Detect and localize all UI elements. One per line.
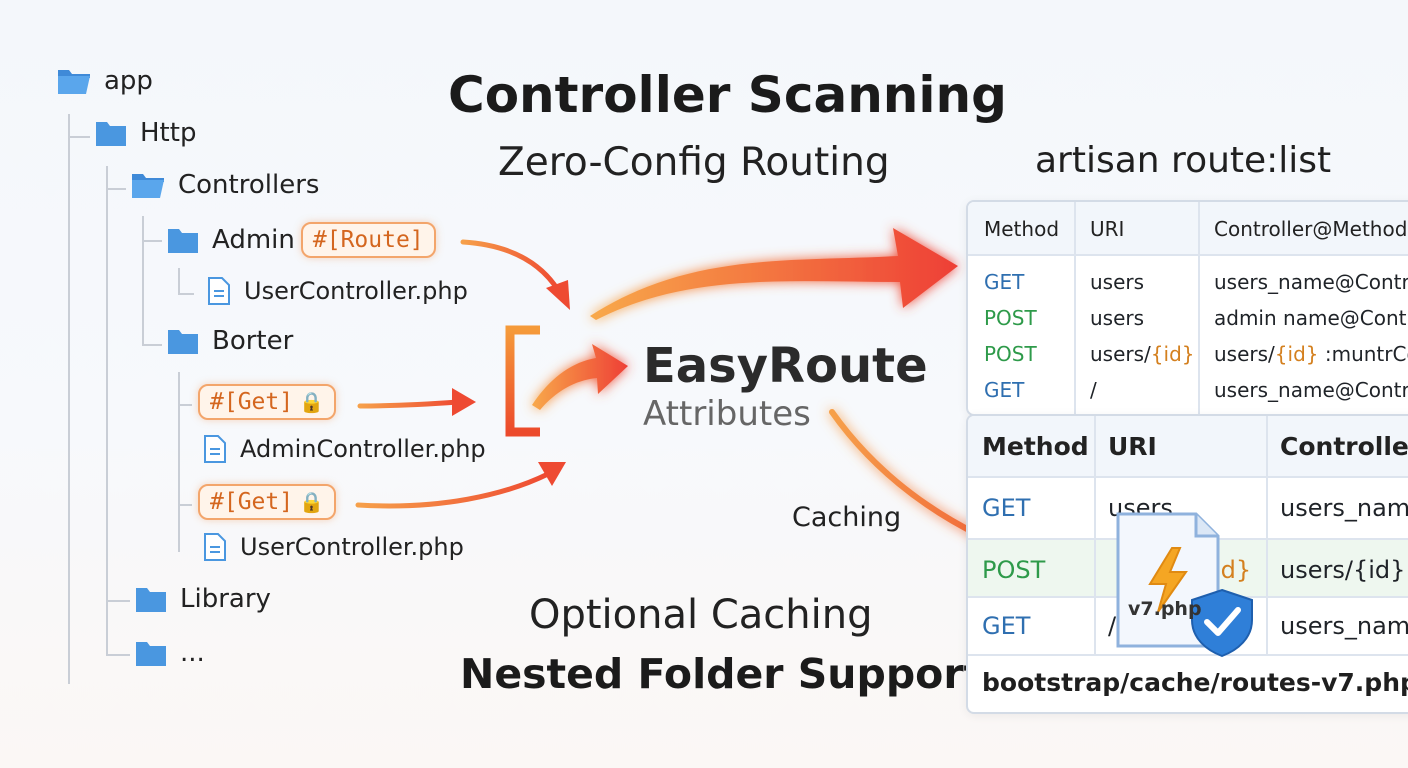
folder-open-icon [58,70,90,94]
column-header-controller: Controllere [1280,432,1408,461]
tree-label: Admin [212,225,295,255]
row-method: POST [982,556,1046,584]
tree-label: Library [180,584,271,614]
row-controller: users_name@Contr [1214,378,1408,402]
table-header [968,416,1408,478]
column-header-uri: URI [1090,217,1125,241]
cache-file-path: bootstrap/cache/routes-v7.php [982,668,1408,697]
page-title: Controller Scanning [448,66,1007,124]
row-controller: users_nam [1280,612,1408,640]
route-attribute-tag: #[Route] [300,222,436,258]
tree-folder-app[interactable]: app [56,66,153,96]
cache-file-name: v7.php [1128,598,1202,620]
tree-label: UserController.php [240,533,464,561]
folder-open-icon [132,174,164,198]
cache-file-graphic [1114,510,1258,664]
row-method: GET [984,378,1025,402]
brand-arrow [532,344,628,410]
tree-folder-more[interactable]: ... [134,638,205,668]
route-list-table: Method URI Controller@Method GET users u… [966,200,1408,416]
tree-label: Http [140,118,197,148]
arrow-from-route-tag [460,239,570,310]
column-header-controller: Controller@Method [1214,217,1408,241]
tree-label: AdminController.php [240,435,486,463]
feature-nested-folders: Nested Folder Support [460,650,984,698]
tree-file-user-controller[interactable]: UserController.php [202,532,464,562]
file-icon [204,533,226,561]
tree-label: UserController.php [244,277,468,305]
table-header [968,202,1408,256]
route-list-title: artisan route:list [1035,140,1332,181]
get-attribute-text: #[Get] [210,389,294,415]
row-controller: users/{id} :muntrCon [1214,342,1408,366]
row-controller: users/{id} [1280,556,1406,584]
row-controller: users_name@Contr [1214,270,1408,294]
tree-folder-controllers[interactable]: Controllers [130,170,319,200]
get-attribute-tag-1: #[Get] 🔒 [198,384,336,420]
arrow-to-route-list [590,228,958,320]
file-icon [204,435,226,463]
tree-label: Borter [212,326,294,356]
row-controller: users_nam [1280,494,1408,522]
cached-php-file-icon [1116,512,1253,658]
table-row [968,598,1408,656]
tree-file-user-controller-admin[interactable]: UserController.php [206,276,468,306]
tree-label: app [104,66,153,96]
tree-label: ... [180,638,205,668]
column-header-method: Method [982,432,1089,461]
row-uri: users/{id} [1090,342,1195,366]
tree-file-admin-controller[interactable]: AdminController.php [202,434,486,464]
row-method: GET [982,494,1031,522]
tree-folder-library[interactable]: Library [134,584,271,614]
shield-check-icon [1191,588,1253,658]
brand-subtitle: Attributes [643,394,811,434]
caching-label: Caching [792,502,902,533]
row-method: POST [984,306,1037,330]
folder-icon [96,122,126,146]
row-controller: admin name@Contr [1214,306,1408,330]
folder-icon [168,229,198,253]
column-header-uri: URI [1108,432,1157,461]
arrow-from-get-tag-2 [355,462,566,509]
get-attribute-tag-2: #[Get] 🔒 [198,484,336,520]
page-subtitle: Zero-Config Routing [498,140,890,185]
brand-bracket [505,325,540,437]
arrow-from-get-tag-1 [357,388,476,416]
tree-folder-admin[interactable]: Admin #[Route] [166,222,436,258]
column-header-method: Method [984,217,1060,241]
row-method: POST [984,342,1037,366]
brand-name: EasyRoute [643,338,928,394]
lock-icon: 🔒 [299,390,324,414]
lightning-bolt-icon [1148,547,1188,613]
tree-folder-borter[interactable]: Borter [166,326,293,356]
get-attribute-text: #[Get] [210,489,294,515]
row-uri: / [1108,612,1117,640]
tree-folder-http[interactable]: Http [94,118,196,148]
feature-optional-caching: Optional Caching [529,592,873,638]
folder-icon [136,642,166,666]
tree-label: Controllers [178,170,320,200]
row-method: GET [982,612,1031,640]
folder-icon [136,588,166,612]
row-uri: id} [1214,556,1252,584]
folder-icon [168,330,198,354]
row-uri: users [1090,270,1145,294]
lock-icon: 🔒 [299,490,324,514]
row-uri: / [1090,378,1097,402]
row-method: GET [984,270,1025,294]
row-uri: users [1090,306,1145,330]
file-icon [208,277,230,305]
